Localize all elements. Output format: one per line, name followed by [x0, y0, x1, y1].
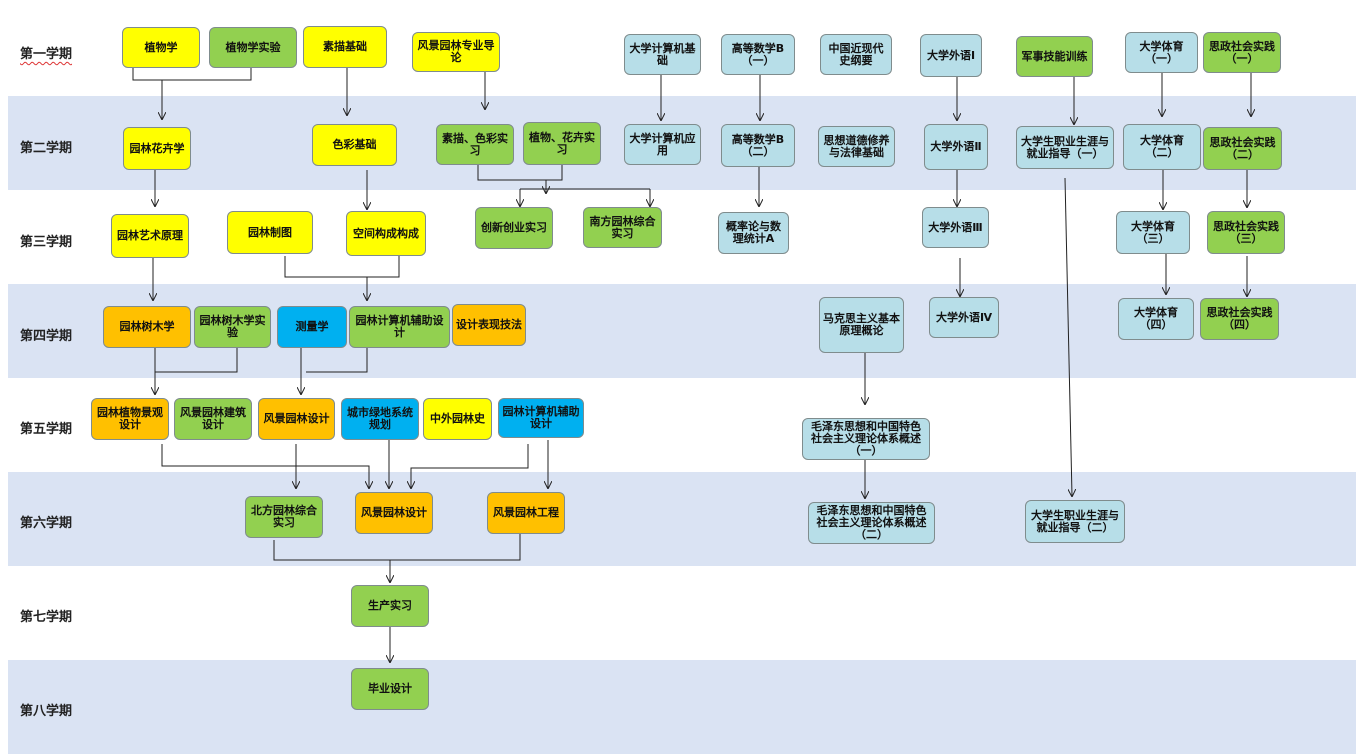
course-zhongwai-yuanlinshi: 中外园林史	[423, 398, 492, 440]
course-yuanlin-yishu: 园林艺术原理	[111, 214, 189, 258]
course-fengjing-daolun: 风景园林专业导论	[412, 32, 500, 72]
course-daxue-waiyu-4: 大学外语Ⅳ	[929, 297, 999, 338]
course-zhiwuxue-shiyan: 植物学实验	[209, 27, 297, 68]
course-fengjing-sheji-6: 风景园林设计	[355, 492, 433, 534]
course-zhiwu-jingguan-sheji: 园林植物景观设计	[91, 398, 169, 440]
semester-label-4: 第四学期	[20, 329, 73, 344]
course-daxue-tiyu-4: 大学体育（四）	[1118, 298, 1194, 340]
course-yuanlin-shumu-shiyan: 园林树木学实验	[194, 306, 271, 348]
course-sumiao-jichu: 素描基础	[303, 26, 387, 68]
semester-label-8: 第八学期	[20, 704, 73, 719]
course-sumiao-secai-shixi: 素描、色彩实习	[436, 124, 514, 165]
course-sizheng-shijian-3: 思政社会实践（三）	[1207, 211, 1285, 254]
course-zhiwuxue: 植物学	[122, 27, 200, 68]
course-junshi-jineng: 军事技能训练	[1016, 36, 1093, 77]
course-sizheng-shijian-2: 思政社会实践（二）	[1203, 127, 1282, 170]
course-daxue-tiyu-1: 大学体育（一）	[1125, 32, 1198, 73]
course-yuanlin-shumu: 园林树木学	[103, 306, 191, 348]
course-gailvlun: 概率论与数理统计A	[718, 212, 789, 254]
course-beifang-yuanlin-shixi: 北方园林综合实习	[245, 496, 323, 538]
course-sixiang-daode: 思想道德修养与法律基础	[818, 126, 895, 167]
course-jisuanji-yingyong: 大学计算机应用	[624, 124, 701, 165]
course-maozedong-sixiang-2: 毛泽东思想和中国特色社会主义理论体系概述（二）	[808, 502, 935, 544]
course-daxue-waiyu-1: 大学外语Ⅰ	[920, 34, 982, 77]
course-fengjing-sheji-5: 风景园林设计	[258, 398, 335, 440]
course-celiangxue: 测量学	[277, 306, 347, 348]
semester-label-5: 第五学期	[20, 422, 73, 437]
course-daxue-waiyu-2: 大学外语Ⅱ	[924, 124, 988, 170]
course-sizheng-shijian-1: 思政社会实践（一）	[1203, 32, 1281, 73]
course-chengshi-lvdi: 城市绿地系统规划	[341, 398, 419, 440]
course-secai-jichu: 色彩基础	[312, 124, 397, 166]
course-zhiye-shengya-2: 大学生职业生涯与就业指导（二）	[1025, 500, 1125, 543]
course-fengjing-gongcheng: 风景园林工程	[487, 492, 565, 534]
course-daxue-waiyu-3: 大学外语Ⅲ	[922, 207, 989, 248]
course-jisuanji-jichu: 大学计算机基础	[624, 34, 701, 75]
semester-band-6	[8, 472, 1356, 566]
course-jisuanji-fuzhu-sheji-1: 园林计算机辅助设计	[349, 306, 450, 348]
semester-label-6: 第六学期	[20, 516, 73, 531]
course-makesi-zhuyi: 马克思主义基本原理概论	[819, 297, 904, 353]
course-chuangxin-chuangye: 创新创业实习	[475, 207, 553, 249]
course-zhiwu-huahui-shixi: 植物、花卉实习	[523, 122, 601, 165]
course-yuanlin-huahui: 园林花卉学	[123, 127, 191, 170]
semester-label-3: 第三学期	[20, 235, 73, 250]
course-jindaishi-gangyao: 中国近现代史纲要	[820, 34, 892, 75]
course-nanfang-yuanlin-shixi: 南方园林综合实习	[583, 207, 662, 248]
semester-label-2: 第二学期	[20, 141, 73, 156]
course-sheji-biaoxian: 设计表现技法	[452, 304, 526, 346]
semester-label-7: 第七学期	[20, 610, 73, 625]
course-daxue-tiyu-2: 大学体育（二）	[1123, 124, 1201, 170]
course-shengchan-shixi: 生产实习	[351, 585, 429, 627]
course-jisuanji-fuzhu-sheji-2: 园林计算机辅助设计	[498, 398, 584, 438]
course-kongjian-goucheng: 空间构成构成	[346, 211, 426, 256]
prerequisite-arrows	[132, 68, 1360, 735]
course-gaodeng-shuxue-1: 高等数学B（一）	[721, 34, 795, 75]
course-gaodeng-shuxue-2: 高等数学B（二）	[721, 124, 795, 167]
course-daxue-tiyu-3: 大学体育（三）	[1116, 211, 1190, 254]
course-yuanlin-zhitu: 园林制图	[227, 211, 313, 254]
course-biye-sheji: 毕业设计	[351, 668, 429, 710]
course-sizheng-shijian-4: 思政社会实践（四）	[1200, 298, 1279, 340]
course-maozedong-sixiang-1: 毛泽东思想和中国特色社会主义理论体系概述（一）	[802, 418, 930, 460]
semester-label-1: 第一学期	[20, 47, 73, 62]
course-zhiye-shengya-1: 大学生职业生涯与就业指导（一）	[1016, 126, 1114, 169]
course-fengjing-jianzhu-sheji: 风景园林建筑设计	[174, 398, 252, 440]
